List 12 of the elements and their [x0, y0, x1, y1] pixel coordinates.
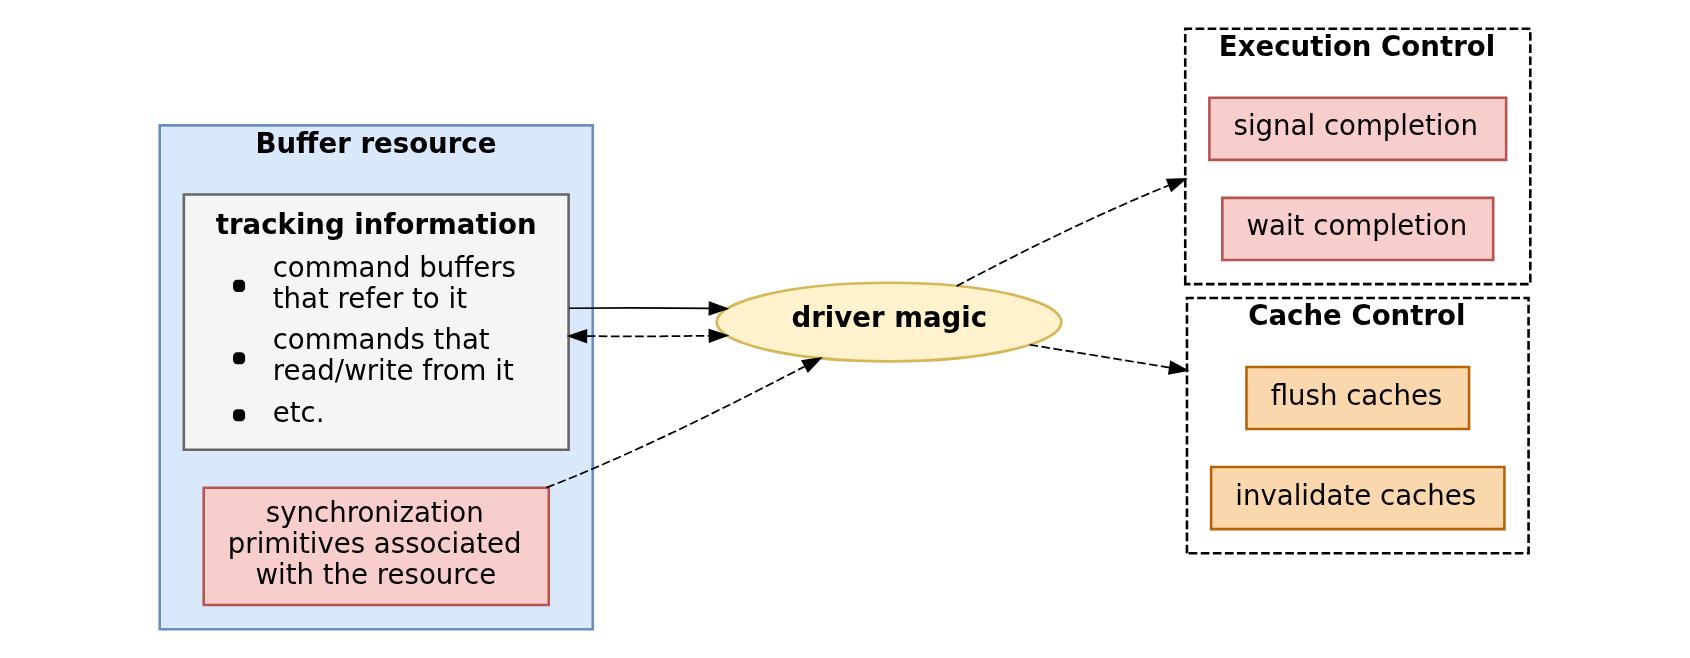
node-ellipse: driver magic — [715, 281, 1063, 363]
arrow — [566, 328, 730, 344]
node-box: invalidate caches — [1209, 465, 1506, 531]
node-box: synchronization primitives associated with the resource — [202, 486, 551, 607]
arrow — [1028, 343, 1190, 375]
arrow — [955, 177, 1188, 287]
node-box: tracking information command buffers that refer to it commands that read/write from it etc. — [182, 193, 570, 452]
node-box: wait completion — [1221, 196, 1495, 262]
node-box: flush caches — [1245, 365, 1471, 431]
arrow — [568, 301, 730, 316]
node-box: signal completion — [1208, 96, 1508, 162]
arrow — [545, 356, 823, 489]
